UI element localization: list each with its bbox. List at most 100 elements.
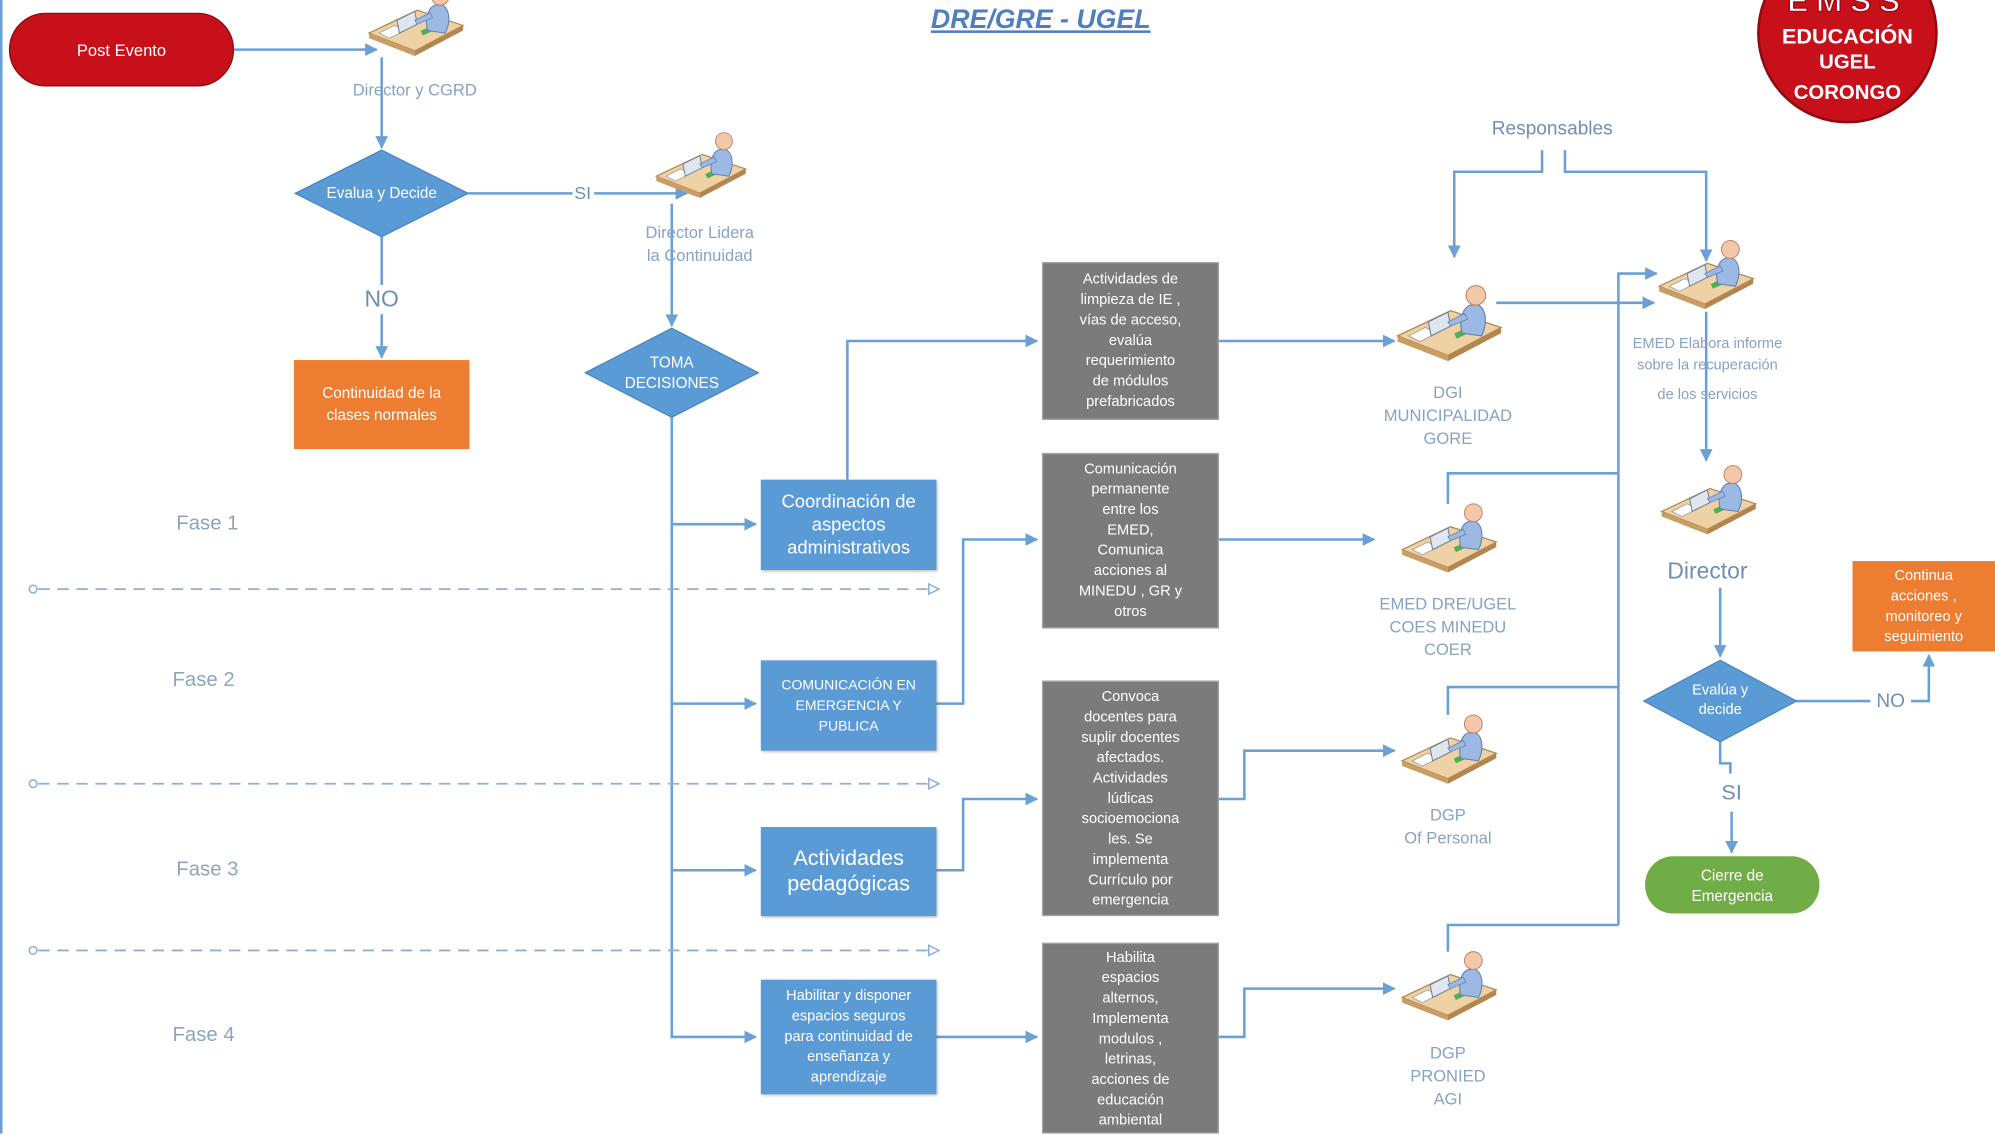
decision-evalua-decide-final-label: Evalúa y decide [1692,682,1748,720]
logo-ugel-text: UGEL [1819,52,1876,74]
connector-responsables-right [1563,150,1713,263]
decision-final-si-label: SI [1721,780,1742,805]
connector-collector-to-report [1617,267,1658,925]
label-line: decide [1698,702,1742,718]
start-post-evento: Post Evento [8,12,235,87]
box-line: seguimiento [1884,629,1964,645]
box-line: monitoreo y [1885,608,1962,625]
box-line: aprendizaje [810,1070,887,1086]
label-line: DECISIONES [624,374,719,392]
label-line: GORE [1423,428,1473,448]
phase-label-1: Fase 1 [176,512,239,535]
box-line: suplir docentes [1081,729,1180,745]
label-line: EMED Elabora informe [1632,336,1783,352]
action-habilitar-box: Habilitar y disponer espacios seguros pa… [760,979,937,1095]
box-line: enseñanza y [807,1049,891,1065]
box-line: Actividades de [1082,272,1179,288]
activity-habilita-box: Habilita espacios alternos, Implementa m… [1042,942,1219,1134]
box-line: Actividades [1093,770,1168,786]
box-line: socioemociona [1081,811,1180,827]
box-line: implementa [1092,851,1169,868]
label-line: sobre la recuperación [1637,358,1778,374]
box-line: PUBLICA [818,718,879,734]
label-line: TOMA [649,353,694,372]
connector-coordinacion-to-limpieza [846,334,1039,480]
decision-evalua-decide-shape [293,149,470,238]
connector-comunicacion-to-comunicacion-permanente [936,533,1039,705]
unit-dgp-label: DGP Of Personal [1404,804,1491,850]
decision-evalua-decide-final-shape [1642,659,1798,743]
person-at-desk-icon-director-final [1661,465,1757,536]
connector-evalua2-no-b [1911,653,1936,703]
continuidad-clases-box: Continuidad de la clases normales [293,360,470,450]
label-line: PRONIED [1410,1066,1486,1086]
label-line: DGP [1429,805,1466,825]
page-title: DRE/GRE - UGEL [930,4,1151,35]
activity-limpieza-box: Actividades de limpieza de IE , vías de … [1042,262,1219,420]
box-line: Habilita [1106,950,1155,966]
action-coordinacion-box: Coordinación de aspectos administrativos [760,479,937,570]
logo-emss-text: EMSS [1787,0,1908,18]
activity-comunicacion-box: Comunicación permanente entre los EMED, … [1042,452,1219,629]
label-line: DGI [1433,382,1463,403]
connector-evalua2-si-a [1718,741,1732,774]
box-line: letrinas, [1104,1052,1157,1068]
box-line: administrativos [787,537,911,558]
label-line: Evalúa y [1692,683,1749,699]
person-at-desk-icon-dgp [1401,714,1497,785]
unit-dgi-label: DGI MUNICIPALIDAD GORE [1384,382,1512,451]
box-line: Emergencia [1691,886,1773,904]
start-post-evento-label: Post Evento [76,40,167,60]
box-line: limpieza de IE , [1080,292,1181,308]
activity-convoca-box: Convoca docentes para suplir docentes af… [1042,680,1219,917]
decision-toma-decisiones-shape [583,327,760,419]
label-line: MUNICIPALIDAD [1383,405,1513,425]
unit-pronied-label: DGP PRONIED AGI [1410,1042,1485,1111]
label-line: la Continuidad [646,245,753,265]
continua-acciones-box: Continua acciones , monitoreo y seguimie… [1852,561,1995,652]
decision-si-label: SI [574,182,592,203]
connector-toma-trunk-to-habilitar [670,417,758,1044]
label-line: AGI [1433,1089,1463,1109]
box-line: Actividades [793,846,904,871]
connector-habilita-to-pronied [1218,982,1396,1039]
box-line: Coordinación de [781,491,916,513]
box-line: Comunicación [1084,461,1177,478]
label-line: de los servicios [1657,387,1758,403]
box-line: Habilitar y disponer [786,988,912,1004]
box-line: EMED, [1107,522,1154,539]
box-line: permanente [1091,482,1170,498]
box-line: Currículo por [1088,872,1173,888]
connector-convoca-to-dgp [1218,744,1396,801]
label-line: COER [1423,639,1472,660]
connector-pronied-to-collector [1446,923,1619,952]
decision-toma-decisiones-label: TOMA DECISIONES [625,352,719,393]
box-line: vías de acceso, [1079,312,1182,329]
phase-label-3: Fase 3 [176,858,239,881]
box-line: lúdicas [1107,790,1154,807]
director-cgrd-label: Director y CGRD [352,79,477,100]
phase-label-4: Fase 4 [172,1024,235,1046]
box-line: Continua [1894,568,1954,584]
box-line: ambiental [1098,1113,1163,1129]
connector-dgp-to-collector [1446,685,1619,716]
box-line: evalúa [1108,333,1153,349]
box-line: clases normales [326,405,437,424]
box-line: de módulos [1092,374,1169,390]
box-line: Implementa [1092,1011,1169,1027]
box-line: acciones , [1890,588,1957,604]
phase-separator-1 [28,585,939,593]
box-line: educación [1097,1092,1164,1109]
box-line: emergencia [1092,892,1169,908]
person-at-desk-icon-dgi [1396,284,1502,362]
phase-label-2: Fase 2 [172,669,235,691]
decision-final-no-label: NO [1876,690,1905,713]
label-line: Of Personal [1404,828,1492,848]
box-line: acciones al [1093,563,1168,579]
phase-separator-3 [28,947,939,955]
box-line: Continuidad de la [322,384,442,403]
label-line: DGP [1429,1043,1466,1063]
box-line: espacios seguros [791,1008,906,1025]
